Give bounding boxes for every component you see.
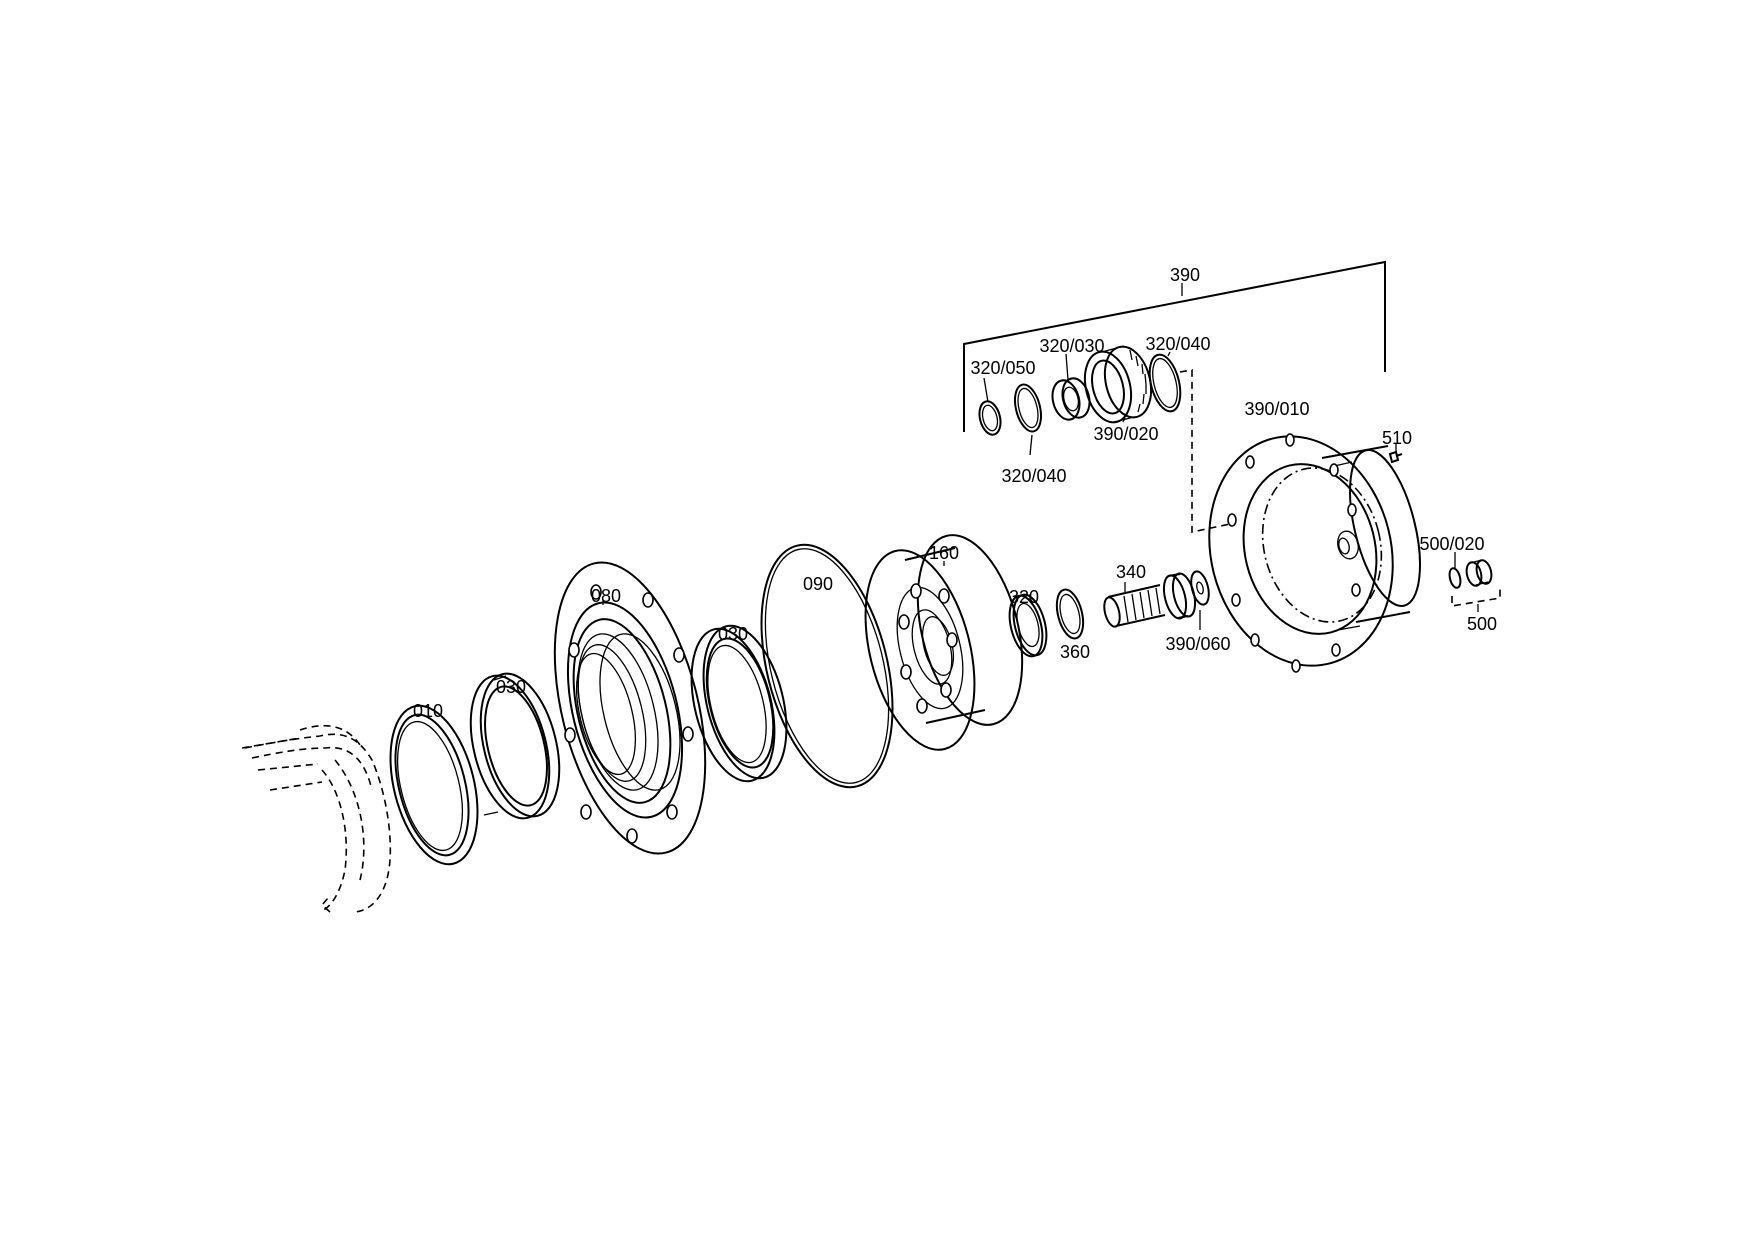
part-080-flange xyxy=(553,561,707,855)
callout-510: 510 xyxy=(1382,428,1412,448)
part-510-screw-plug xyxy=(1388,450,1403,464)
callout-090: 090 xyxy=(803,574,833,594)
part-320-040-ring-lower xyxy=(1013,383,1043,433)
callout-320-040-bottom: 320/040 xyxy=(1001,466,1066,486)
leader-lines xyxy=(602,351,1479,630)
callout-320: 320 xyxy=(1009,587,1039,607)
part-500-020-seal xyxy=(1448,567,1462,589)
part-390-010-housing xyxy=(1208,433,1421,673)
callout-320-030: 320/030 xyxy=(1039,336,1104,356)
callout-500-020: 500/020 xyxy=(1419,534,1484,554)
adjacent-housing-phantom xyxy=(241,724,392,913)
callout-080: 080 xyxy=(591,586,621,606)
part-030-bearing-left xyxy=(469,672,561,820)
part-160-planet-carrier xyxy=(864,534,1024,751)
callout-340: 340 xyxy=(1116,562,1146,582)
callout-390-020: 390/020 xyxy=(1093,424,1158,444)
callout-320-050: 320/050 xyxy=(970,358,1035,378)
part-320-050-ring xyxy=(978,400,1002,436)
part-030-bearing-right xyxy=(690,624,788,783)
callout-390-060: 390/060 xyxy=(1165,634,1230,654)
part-320-ring xyxy=(1008,593,1048,658)
callout-030-left: 030 xyxy=(496,677,526,697)
callout-010: 010 xyxy=(413,701,443,721)
callout-320-040-top: 320/040 xyxy=(1145,334,1210,354)
part-360-snap-ring xyxy=(1055,588,1085,640)
callout-390-010: 390/010 xyxy=(1244,399,1309,419)
part-320-040-ring-upper xyxy=(1148,353,1182,413)
callout-160: 160 xyxy=(929,543,959,563)
callout-390: 390 xyxy=(1170,265,1200,285)
callout-500: 500 xyxy=(1467,614,1497,634)
part-010-seal-ring xyxy=(389,704,479,866)
part-500-plug xyxy=(1451,559,1501,607)
part-340-shaft xyxy=(1103,572,1197,628)
part-390-060-washer xyxy=(1190,570,1210,606)
callout-030-right: 030 xyxy=(718,624,748,644)
part-320-030-bearing xyxy=(1051,377,1091,421)
assembly-390-bracket xyxy=(963,260,1386,432)
part-090-o-ring xyxy=(760,543,894,789)
assembly-connector-line xyxy=(1179,369,1231,533)
callout-360: 360 xyxy=(1060,642,1090,662)
